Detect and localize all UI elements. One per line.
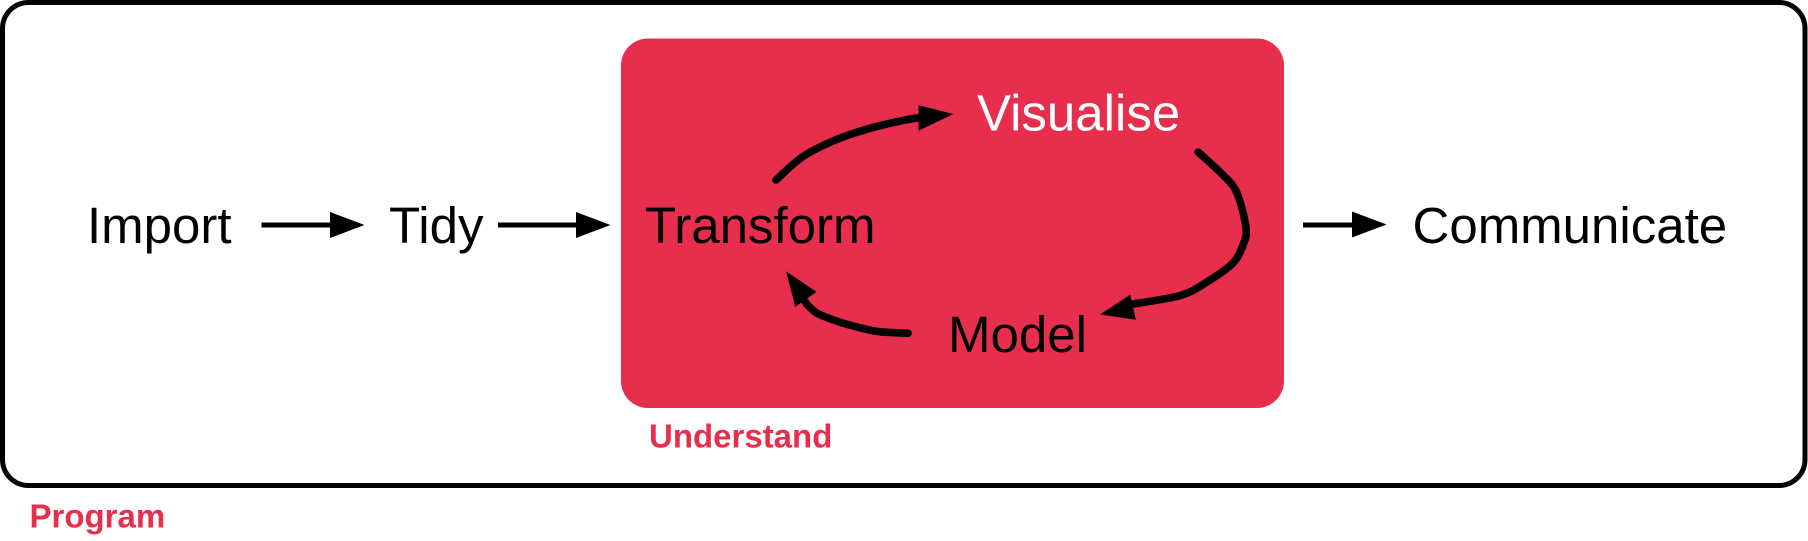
svg-text:Transform: Transform <box>645 197 875 254</box>
svg-text:Tidy: Tidy <box>389 197 484 254</box>
svg-text:Visualise: Visualise <box>977 85 1180 142</box>
svg-text:Import: Import <box>87 197 232 254</box>
svg-text:Communicate: Communicate <box>1413 197 1728 254</box>
svg-text:Program: Program <box>30 498 166 535</box>
svg-text:Model: Model <box>948 306 1087 363</box>
svg-text:Understand: Understand <box>649 418 832 455</box>
